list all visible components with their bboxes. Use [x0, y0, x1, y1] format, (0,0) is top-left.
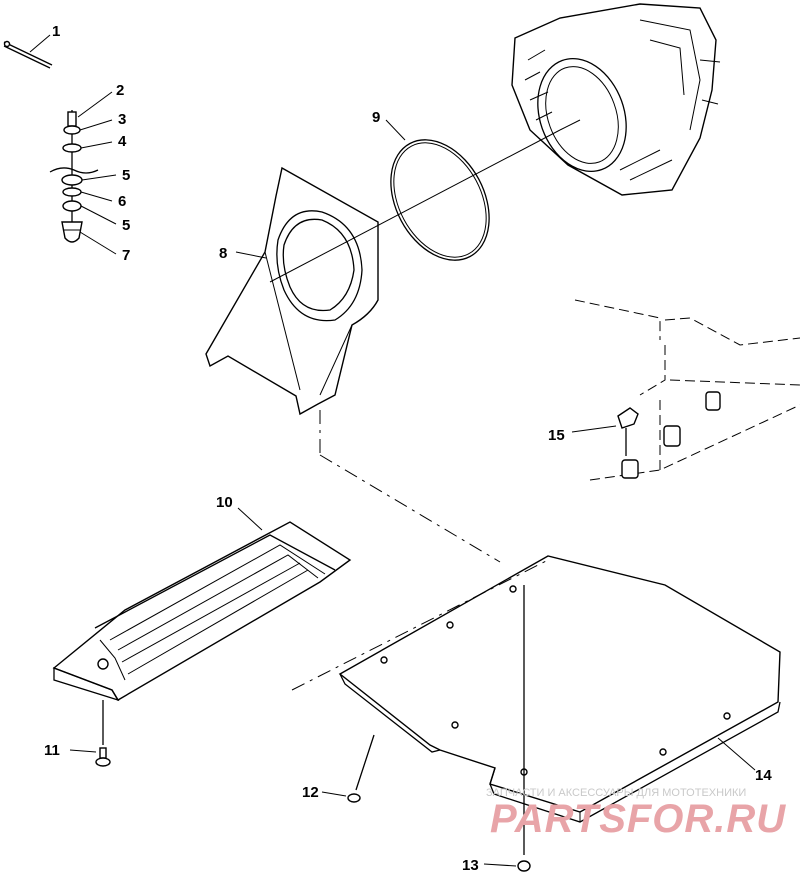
part-1-pin: [3, 40, 53, 69]
callout-9: 9: [372, 109, 380, 126]
callout-7: 7: [122, 247, 130, 264]
callout-11: 11: [44, 742, 60, 759]
callout-2: 2: [116, 82, 124, 99]
alignment-lines: [291, 410, 549, 691]
callout-4: 4: [118, 133, 127, 150]
callout-13: 13: [462, 857, 479, 874]
callout-8: 8: [219, 245, 227, 262]
part-11-screw: [95, 700, 111, 767]
pump-housing: [511, 3, 721, 196]
part-13-screw: [517, 585, 531, 872]
callout-15: 15: [548, 427, 565, 444]
hull-outline: [574, 299, 800, 481]
part-9-o-ring: [390, 139, 490, 261]
callout-12: 12: [302, 784, 319, 801]
watermark-brand: PARTSFOR.RU: [490, 797, 786, 841]
callout-6: 6: [118, 193, 126, 210]
part-12-screw: [347, 734, 375, 803]
callout-5-lower: 5: [122, 217, 130, 234]
part-8-bracket: [205, 166, 379, 416]
part-14-ride-plate: [338, 555, 781, 823]
callout-10: 10: [216, 494, 233, 511]
part-10-intake-grate: [52, 521, 352, 702]
callout-14: 14: [755, 767, 772, 784]
callout-1: 1: [52, 23, 60, 40]
watermark-tagline: ЗАПЧАСТИ И АКСЕССУАРЫ ДЛЯ МОТОТЕХНИКИ: [486, 787, 746, 799]
callout-5: 5: [122, 167, 130, 184]
callout-3: 3: [118, 111, 126, 128]
part-15-fitting: [617, 407, 639, 456]
fastener-stack: [49, 110, 99, 243]
